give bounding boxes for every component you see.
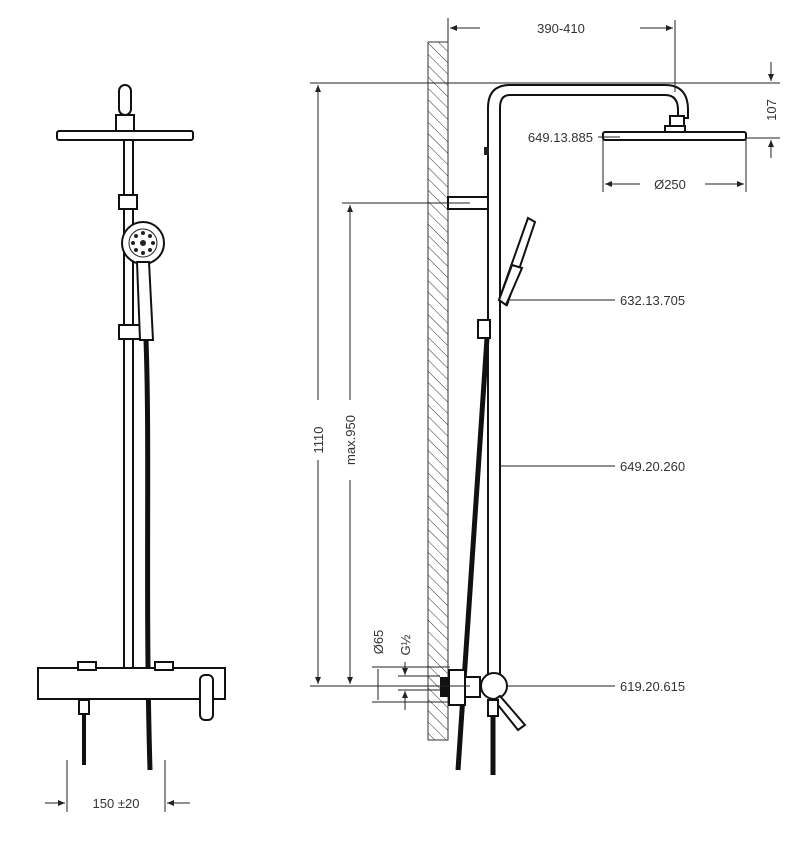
max-height-dimension: max.950 bbox=[343, 415, 358, 465]
head-shower-front bbox=[56, 130, 194, 141]
centers-dimension: 150 ±20 bbox=[93, 796, 140, 811]
head-shower-side bbox=[602, 131, 747, 141]
label-riser-rail: 649.20.260 bbox=[620, 459, 685, 474]
label-mixer: 619.20.615 bbox=[620, 679, 685, 694]
total-height-dimension: 1110 bbox=[311, 427, 326, 454]
slider-front bbox=[118, 324, 142, 340]
riser-rail-front bbox=[123, 139, 134, 671]
label-head-shower: 649.13.885 bbox=[528, 130, 593, 145]
hand-shower-handle bbox=[135, 261, 155, 341]
riser-with-arm-side bbox=[487, 84, 689, 691]
head-offset-dimension: 107 bbox=[764, 99, 779, 121]
arm-length-dimension: 390-410 bbox=[537, 21, 585, 36]
escutcheon-diameter-dimension: Ø65 bbox=[371, 630, 386, 655]
head-diameter-dimension: Ø250 bbox=[654, 177, 686, 192]
escutcheon bbox=[448, 669, 466, 706]
side-view: 390-410 107 Ø250 1110 max.950 Ø65 G½ 649… bbox=[310, 18, 780, 775]
shower-arm-neck bbox=[118, 84, 132, 116]
hose-front bbox=[143, 339, 153, 771]
wall-section bbox=[427, 41, 449, 741]
mixer-lever-front bbox=[199, 674, 214, 721]
mixer-lever-side bbox=[492, 694, 527, 732]
mixer-body-front bbox=[37, 667, 226, 700]
label-hand-shower: 632.13.705 bbox=[620, 293, 685, 308]
mixer-body-side bbox=[480, 672, 508, 700]
thread-dimension: G½ bbox=[398, 634, 413, 655]
front-view: 150 ±20 bbox=[37, 84, 226, 812]
